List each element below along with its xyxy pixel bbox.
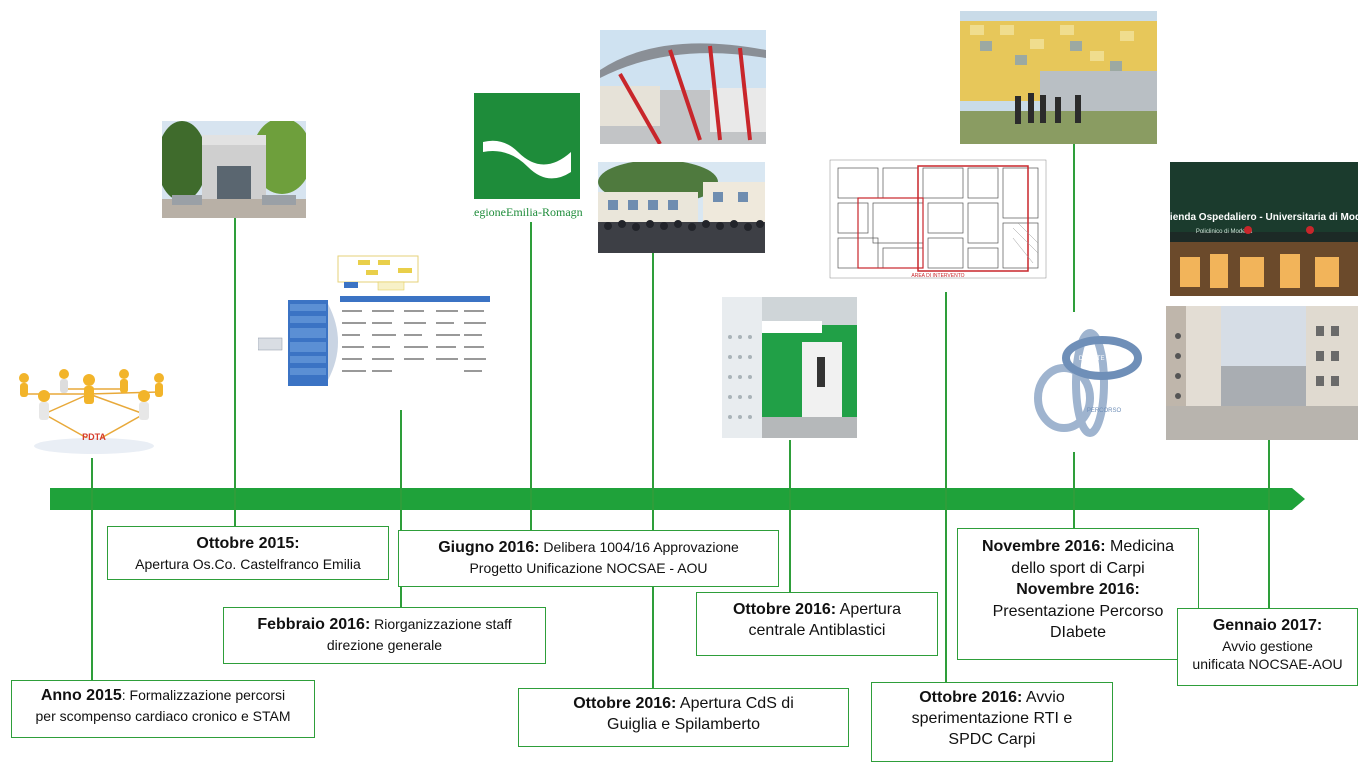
event-date: Ottobre 2016: (573, 695, 677, 712)
event-date: Anno 2015 (40, 687, 122, 704)
connector-gen2017 (1268, 440, 1270, 608)
connector-feb2016 (400, 410, 402, 608)
event-date: Febbraio 2016: (257, 616, 371, 633)
event-text: SPDC Carpi (948, 730, 1036, 748)
svg-text:DIABETE TIPO 1: DIABETE TIPO 1 (1079, 356, 1126, 362)
event-text: Delibera 1004/16 Approvazione (539, 539, 739, 555)
hospital-building-photo (162, 121, 306, 218)
event-text: Apertura Os.Co. Castelfranco Emilia (135, 555, 361, 572)
event-ott2015: Ottobre 2015: Apertura Os.Co. Castelfran… (107, 526, 389, 580)
hospital-courtyard-photo (1166, 306, 1358, 440)
event-date: Novembre 2016: (1016, 581, 1140, 599)
svg-text:PDTA: PDTA (82, 432, 106, 442)
event-date: Novembre 2016: (981, 538, 1106, 555)
diabete-logo: DIABETE TIPO 1 PERCORSO (1030, 318, 1150, 448)
pdta-image: PDTA (14, 364, 174, 456)
org-chart (258, 252, 490, 387)
event-text: Progetto Unificazione NOCSAE - AOU (469, 559, 708, 576)
connector-ott2016-cds (652, 252, 654, 688)
svg-text:RegioneEmilia-Romagna: RegioneEmilia-Romagna (473, 205, 583, 219)
connector-anno2015 (91, 458, 93, 680)
event-text: Medicina (1105, 538, 1175, 555)
connector-nov2016 (1073, 452, 1075, 528)
crowd-photo (598, 162, 765, 253)
courtyard-photo (1166, 306, 1358, 440)
event-text: dello sport di Carpi (1011, 559, 1145, 577)
event-giu2016: Giugno 2016: Delibera 1004/16 Approvazio… (398, 530, 779, 587)
event-text: sperimentazione RTI e (911, 709, 1073, 727)
event-text: Apertura (836, 601, 902, 618)
colorful-building-photo-icon (960, 11, 1157, 144)
people-network-icon: PDTA (19, 369, 164, 454)
event-ott2016-rti: Ottobre 2016: Avvio sperimentazione RTI … (871, 682, 1113, 762)
connector-giu2016 (530, 222, 532, 530)
svg-text:Policlinico di Modena: Policlinico di Modena (1196, 229, 1253, 235)
event-ott2016-anti: Ottobre 2016: Apertura centrale Antiblas… (696, 592, 938, 656)
regione-logo: RegioneEmilia-Romagna (473, 92, 583, 222)
event-text: direzione generale (326, 636, 443, 653)
floor-plan-image: AREA DI INTERVENTO (829, 159, 1047, 279)
green-door-photo (722, 297, 857, 438)
event-gen2017: Gennaio 2017: Avvio gestione unificata N… (1177, 608, 1358, 686)
event-text: Guiglia e Spilamberto (607, 715, 760, 733)
canopy-building-photo (600, 30, 766, 144)
aou-photo: Azienda Ospedaliero - Universitaria di M… (1170, 162, 1358, 296)
svg-text:PERCORSO: PERCORSO (1087, 408, 1122, 414)
event-text: Avvio gestione (1222, 637, 1313, 654)
org-chart-image (258, 255, 490, 386)
aou-sign-photo: Azienda Ospedaliero - Universitaria di M… (1170, 162, 1358, 296)
event-nov2016: Novembre 2016: Medicina dello sport di C… (957, 528, 1199, 660)
event-text: Apertura CdS di (676, 695, 794, 712)
event-date: Gennaio 2017: (1212, 617, 1323, 634)
colorful-building-photo (960, 11, 1157, 144)
castelfranco-photo (162, 121, 306, 218)
canopy-photo (600, 30, 766, 144)
connector-ott2016-anti (789, 440, 791, 592)
event-date: Ottobre 2016: (732, 601, 837, 618)
regione-logo-icon: RegioneEmilia-Romagna (473, 93, 583, 219)
event-ott2016-cds: Ottobre 2016: Apertura CdS di Guiglia e … (518, 688, 849, 747)
svg-text:AREA DI INTERVENTO: AREA DI INTERVENTO (911, 273, 964, 279)
event-date: Ottobre 2016: (919, 689, 1023, 706)
floorplan-image: AREA DI INTERVENTO (828, 158, 1048, 282)
event-text: : Formalizzazione percorsi (121, 687, 286, 703)
event-text: per scompenso cardiaco cronico e STAM (35, 707, 291, 724)
connector-ott2015 (234, 218, 236, 526)
event-text: Avvio (1022, 689, 1065, 706)
event-text: centrale Antiblastici (748, 621, 886, 639)
event-text: unificata NOCSAE-AOU (1192, 655, 1343, 672)
event-text: Presentazione Percorso (992, 602, 1164, 620)
event-date: Giugno 2016: (438, 539, 540, 556)
event-text: DIabete (1049, 624, 1107, 642)
event-text: Riorganizzazione staff (370, 616, 512, 632)
svg-text:Azienda Ospedaliero - Universi: Azienda Ospedaliero - Universitaria di M… (1170, 212, 1358, 223)
event-feb2016: Febbraio 2016: Riorganizzazione staff di… (223, 607, 546, 664)
diabete-logo-icon: DIABETE TIPO 1 PERCORSO (1034, 329, 1142, 437)
timeline-arrow (50, 488, 1305, 510)
event-anno2015: Anno 2015: Formalizzazione percorsi per … (11, 680, 315, 738)
event-date: Ottobre 2015: (196, 535, 300, 552)
connector-ott2016-rti (945, 292, 947, 682)
connector-nov2016-top (1073, 144, 1075, 312)
door-photo (722, 297, 857, 438)
crowd-photo-icon (598, 162, 765, 253)
